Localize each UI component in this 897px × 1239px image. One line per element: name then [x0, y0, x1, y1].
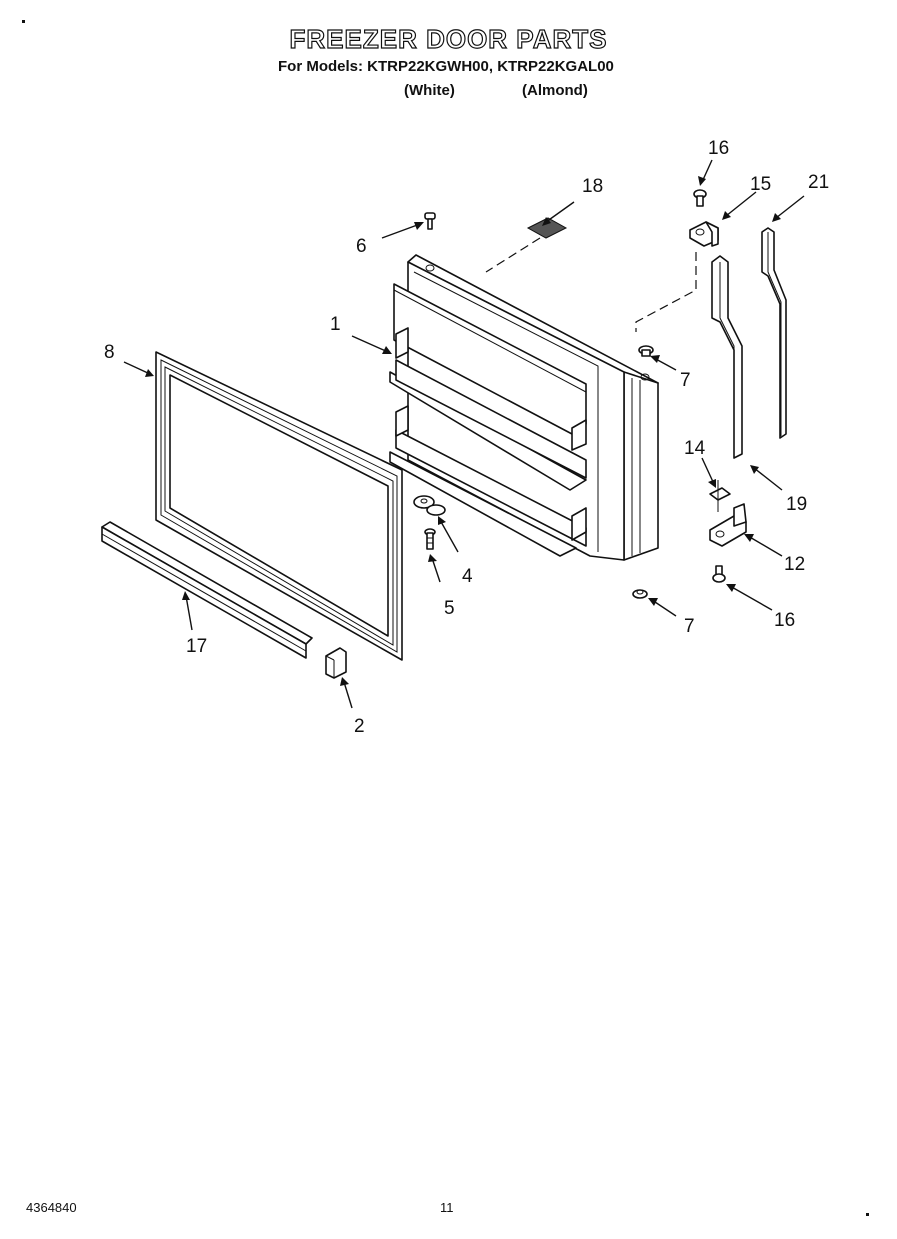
- callout-18: 18: [582, 176, 603, 197]
- plug-part-7-bottom: [632, 589, 648, 599]
- leader-line: [485, 237, 541, 273]
- callout-17: 17: [186, 636, 207, 657]
- callout-7-bottom: 7: [684, 616, 695, 637]
- leader-line: [635, 252, 697, 332]
- print-mark: [22, 20, 25, 23]
- handle-trim-part-21: [761, 227, 787, 439]
- callout-12: 12: [784, 554, 805, 575]
- top-hinge-part-15: [689, 221, 719, 247]
- callout-14: 14: [684, 438, 706, 459]
- callout-arrows: [123, 159, 805, 709]
- callout-7-top: 7: [680, 370, 691, 391]
- variant-almond: (Almond): [522, 82, 588, 99]
- print-mark: [866, 1213, 869, 1216]
- handle-clip-part-2: [325, 647, 347, 679]
- document-number: 4364840: [26, 1200, 77, 1215]
- callout-6: 6: [356, 236, 367, 257]
- callout-5: 5: [444, 598, 455, 619]
- callout-1: 1: [330, 314, 341, 335]
- bottom-hinge-part-12: [709, 503, 747, 547]
- plug-part-7-top: [638, 345, 654, 357]
- callout-2: 2: [354, 716, 365, 737]
- screw-part-16-bottom: [712, 565, 726, 583]
- screw-part-6: [424, 212, 436, 230]
- screw-part-5: [424, 528, 436, 550]
- callout-4: 4: [462, 566, 473, 587]
- callout-16-top: 16: [708, 138, 729, 159]
- handle-bar-part-19: [711, 255, 743, 459]
- models-line: For Models: KTRP22KGWH00, KTRP22KGAL00: [278, 58, 614, 75]
- variant-white: (White): [404, 82, 455, 99]
- page-title: FREEZER DOOR PARTS: [289, 23, 608, 54]
- label-part-18: [526, 217, 568, 239]
- callout-8: 8: [104, 342, 115, 363]
- callout-19: 19: [786, 494, 807, 515]
- door-gasket-part-8: [155, 351, 403, 661]
- callout-21: 21: [808, 172, 829, 193]
- door-liner-part-1: [389, 254, 659, 561]
- shim-part-14: [709, 480, 731, 512]
- trim-strip-part-17: [101, 521, 313, 659]
- hinge-bushing-part-4: [413, 495, 446, 516]
- callout-16-bottom: 16: [774, 610, 795, 631]
- page-number: 11: [440, 1200, 454, 1215]
- screw-part-16-top: [693, 189, 707, 207]
- callout-15: 15: [750, 174, 771, 195]
